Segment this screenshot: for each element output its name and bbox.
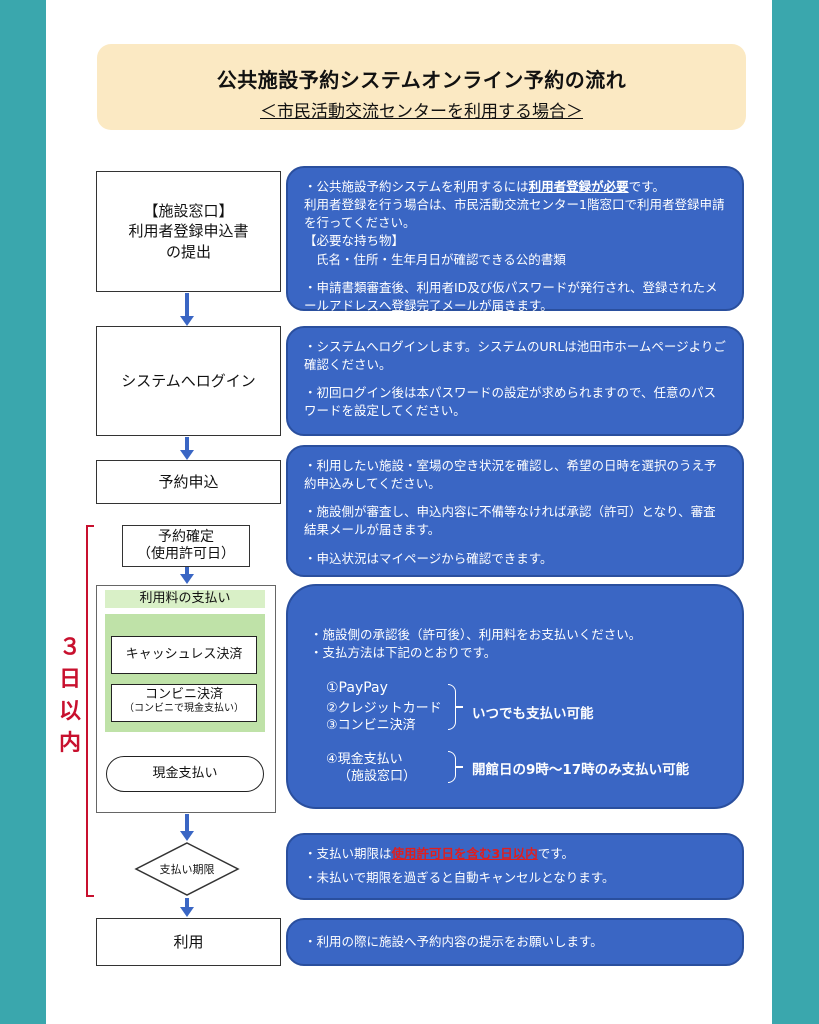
step-register-line2: 利用者登録申込書 xyxy=(128,222,249,241)
convenience-payment: コンビニ決済 （コンビニで現金支払い） xyxy=(111,684,257,722)
desc-apply-text3: ・申込状況はマイページから確認できます。 xyxy=(304,550,553,566)
desc-deadline-text-end: です。 xyxy=(537,846,574,861)
desc-apply-text2: ・施設側が審査し、申込内容に不備等なければ承認（許可）となり、審査結果メールが届… xyxy=(304,504,716,538)
page-title: 公共施設予約システムオンライン予約の流れ xyxy=(216,68,627,92)
arrow-down-icon xyxy=(180,437,194,460)
desc-register-text: ・公共施設予約システムを利用するには xyxy=(304,179,529,194)
payment-header: 利用料の支払い xyxy=(105,590,265,608)
desc-payment: ・施設側の承認後（許可後）、利用料をお支払いください。 ・支払方法は下記のとおり… xyxy=(286,584,744,809)
desc-register-text2: 利用者登録を行う場合は、市民活動交流センター1階窓口で利用者登録申請を行ってくだ… xyxy=(304,197,725,231)
arrow-down-icon xyxy=(180,567,194,584)
desc-register-items: 氏名・住所・生年月日が確認できる公的書類 xyxy=(316,251,566,267)
step-register-line1: 【施設窓口】 xyxy=(143,202,234,221)
cash-payment: 現金支払い xyxy=(106,756,264,792)
desc-register-items-heading: 【必要な持ち物】 xyxy=(304,233,405,249)
payment-methods-group: キャッシュレス決済 コンビニ決済 （コンビニで現金支払い） xyxy=(105,614,265,732)
three-days-char: ３ xyxy=(58,635,81,660)
arrow-down-icon xyxy=(180,814,194,841)
method-credit: ②クレジットカード xyxy=(326,701,442,716)
brace-tip-icon xyxy=(455,766,463,768)
anytime-note: いつでも支払い可能 xyxy=(472,706,594,722)
three-days-label: ３ 日 以 内 xyxy=(54,632,86,760)
convenience-note: （コンビニで現金支払い） xyxy=(124,702,244,714)
method-cash-location: （施設窓口） xyxy=(338,769,417,784)
three-days-char: 日 xyxy=(58,666,81,692)
cashless-payment: キャッシュレス決済 xyxy=(111,636,257,674)
desc-apply-text1: ・利用したい施設・室場の空き状況を確認し、希望の日時を選択のうえ予約申込みしてく… xyxy=(304,458,717,492)
method-convenience: ③コンビニ決済 xyxy=(326,718,416,733)
convenience-label: コンビニ決済 xyxy=(144,687,223,702)
desc-register-text3: ・申請書類審査後、利用者ID及び仮パスワードが発行され、登録されたメールアドレス… xyxy=(304,279,718,313)
arrow-down-icon xyxy=(180,293,194,326)
desc-deadline-emphasis: 使用許可日を含む3日以内 xyxy=(391,846,538,861)
step-login: システムへログイン xyxy=(96,326,281,436)
hours-note: 開館日の9時～17時のみ支払い可能 xyxy=(472,762,690,778)
method-cash: ④現金支払い xyxy=(326,752,403,767)
desc-use-text: ・利用の際に施設へ予約内容の提示をお願いします。 xyxy=(304,934,603,949)
step-register: 【施設窓口】 利用者登録申込書 の提出 xyxy=(96,171,281,292)
title-box: 公共施設予約システムオンライン予約の流れ ＜市民活動交流センターを利用する場合＞ xyxy=(97,44,746,130)
step-confirm: 予約確定 （使用許可日） xyxy=(122,525,250,567)
desc-payment-text2: ・支払方法は下記のとおりです。 xyxy=(310,645,497,661)
deadline-bracket-icon xyxy=(86,525,94,897)
step-apply: 予約申込 xyxy=(96,460,281,504)
step-use: 利用 xyxy=(96,918,281,966)
step-confirm-line2: （使用許可日） xyxy=(137,546,235,562)
step-use-label: 利用 xyxy=(173,932,204,951)
method-paypay: ①PayPay xyxy=(326,680,388,696)
desc-deadline: ・支払い期限は使用許可日を含む3日以内です。 ・未払いで期限を過ぎると自動キャン… xyxy=(286,833,744,900)
desc-register-text-end: です。 xyxy=(628,179,665,194)
desc-deadline-text2: ・未払いで期限を過ぎると自動キャンセルとなります。 xyxy=(304,870,615,886)
three-days-char: 内 xyxy=(58,730,81,756)
step-confirm-line1: 予約確定 xyxy=(158,528,214,545)
brace-tip-icon xyxy=(455,706,463,708)
desc-deadline-text: ・支払い期限は xyxy=(304,846,392,861)
desc-register-emphasis: 利用者登録が必要 xyxy=(528,179,629,194)
desc-apply: ・利用したい施設・室場の空き状況を確認し、希望の日時を選択のうえ予約申込みしてく… xyxy=(286,445,744,577)
payment-panel: 利用料の支払い キャッシュレス決済 コンビニ決済 （コンビニで現金支払い） 現金… xyxy=(96,585,276,813)
desc-register: ・公共施設予約システムを利用するには利用者登録が必要です。 利用者登録を行う場合… xyxy=(286,166,744,313)
arrow-down-icon xyxy=(180,898,194,917)
step-deadline-label: 支払い期限 xyxy=(159,863,215,876)
desc-login-text1: ・システムへログインします。システムのURLは池田市ホームページよりご確認くださ… xyxy=(304,339,726,373)
step-apply-label: 予約申込 xyxy=(158,472,219,491)
desc-login-text2: ・初回ログイン後は本パスワードの設定が求められますので、任意のパスワードを設定し… xyxy=(304,385,717,419)
desc-login: ・システムへログインします。システムのURLは池田市ホームページよりご確認くださ… xyxy=(286,326,744,436)
desc-use: ・利用の際に施設へ予約内容の提示をお願いします。 xyxy=(286,918,744,966)
three-days-char: 以 xyxy=(58,698,81,724)
deadline-diamond-icon xyxy=(134,842,240,896)
page-subtitle: ＜市民活動交流センターを利用する場合＞ xyxy=(260,102,583,122)
step-register-line3: の提出 xyxy=(165,242,211,261)
step-login-label: システムへログイン xyxy=(121,371,256,390)
desc-payment-text1: ・施設側の承認後（許可後）、利用料をお支払いください。 xyxy=(310,627,642,642)
